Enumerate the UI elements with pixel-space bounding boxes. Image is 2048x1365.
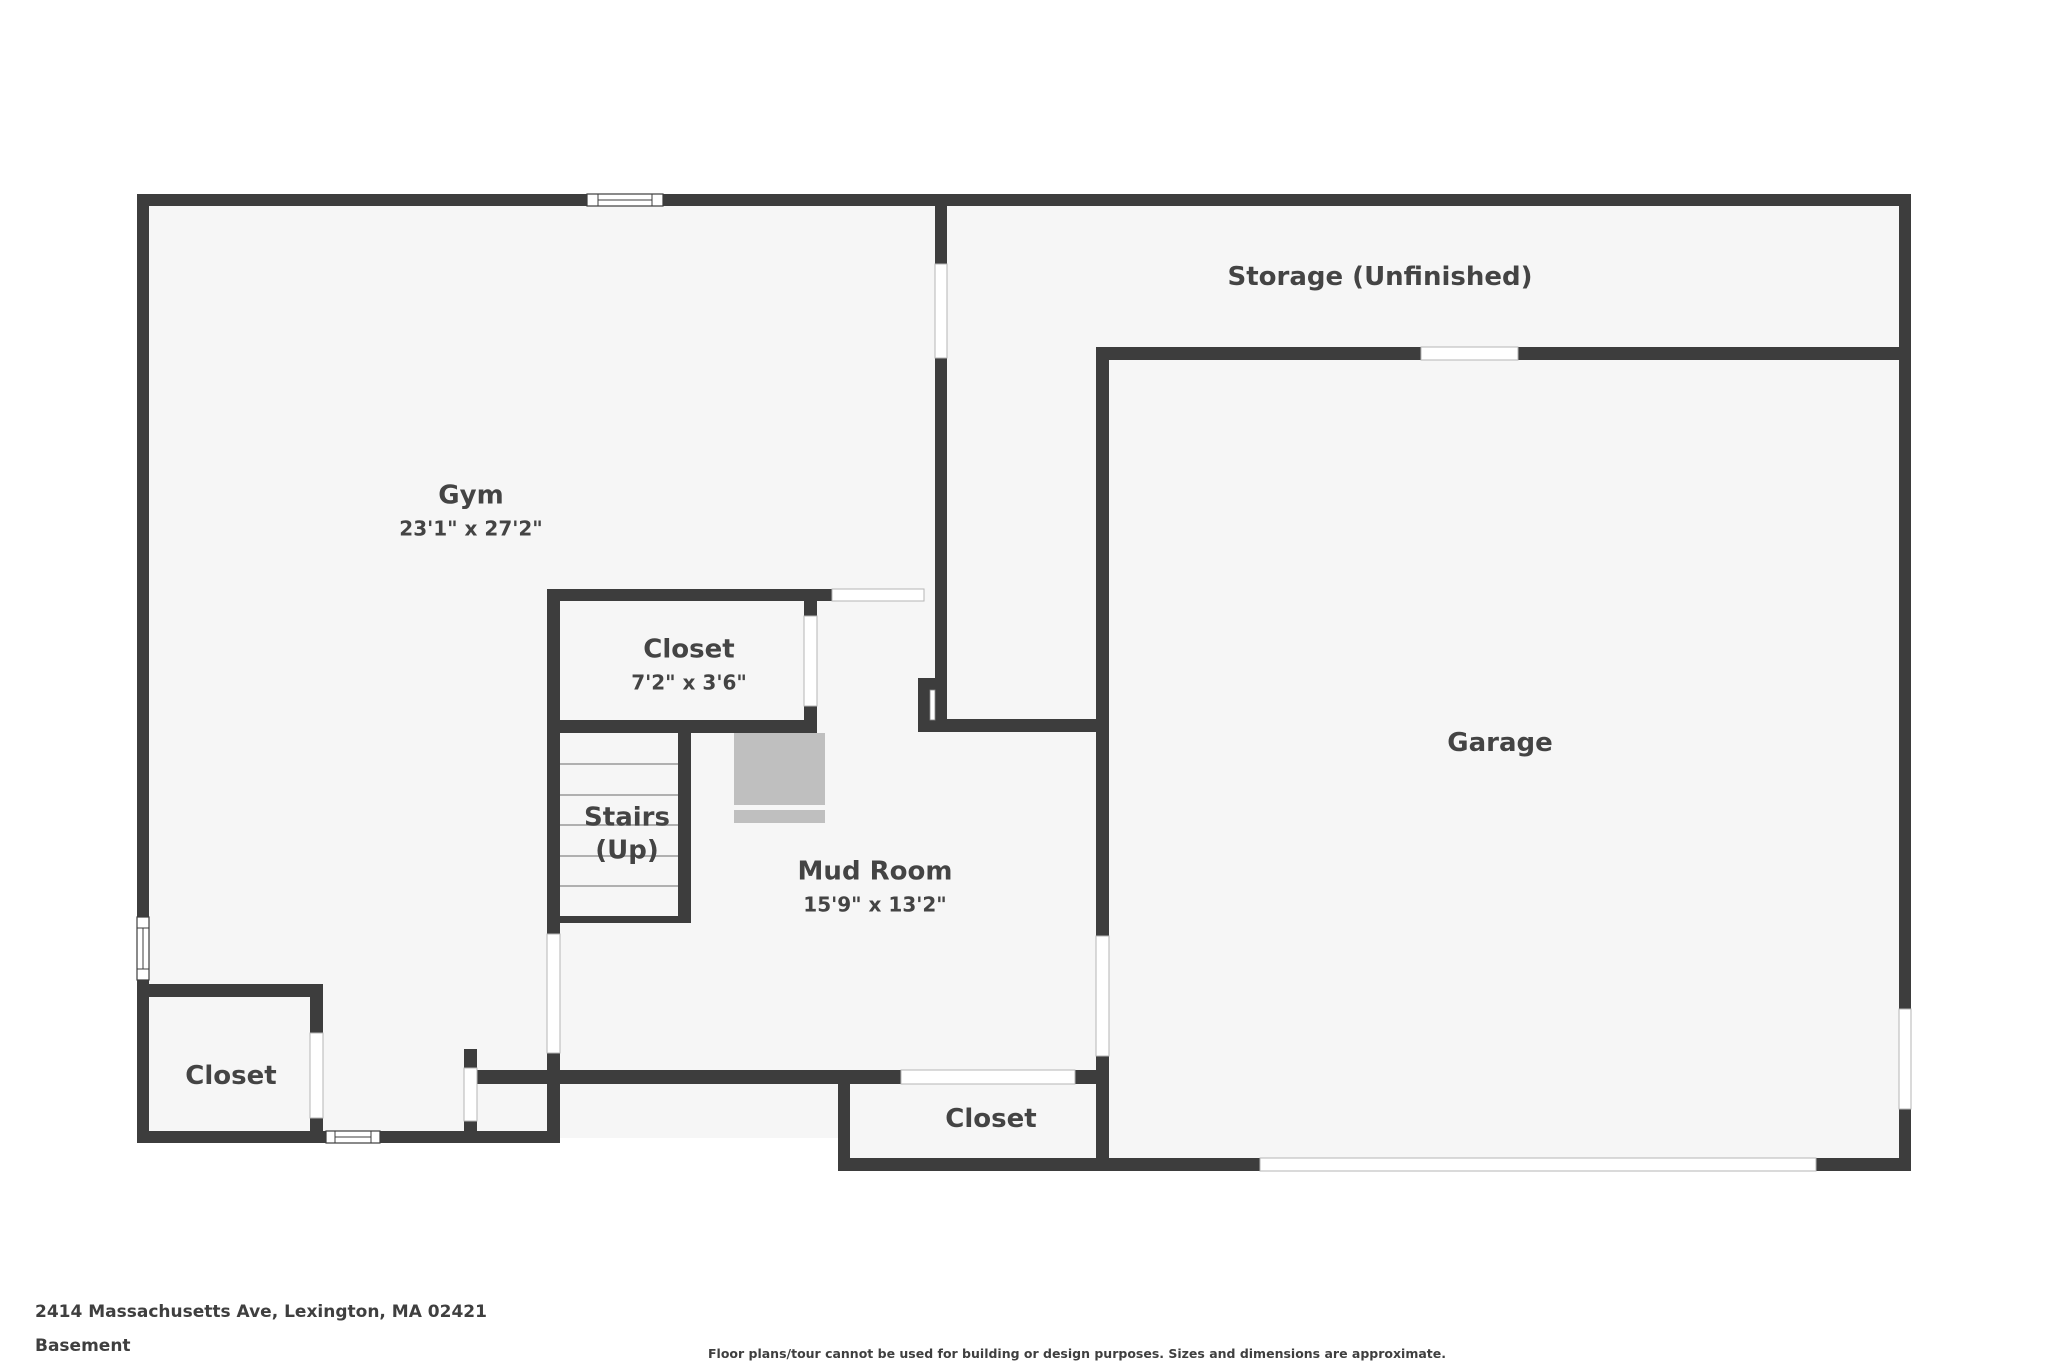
door-openings <box>309 263 1912 1172</box>
opening-closet-upper <box>803 615 818 707</box>
room-dimensions: 15'9" x 13'2" <box>803 891 947 916</box>
opening-storage-garage <box>1420 346 1519 361</box>
opening-mud-garage <box>1095 935 1110 1057</box>
room-label-gym: Gym 23'1" x 27'2" <box>399 479 542 541</box>
floor-level-label: Basement <box>35 1336 131 1356</box>
opening-gym-mud-top <box>831 588 925 602</box>
room-dimensions: 23'1" x 27'2" <box>399 515 543 540</box>
room-name: Gym <box>438 480 504 511</box>
room-name: Closet <box>185 1060 277 1091</box>
room-label-mud-room: Mud Room 15'9" x 13'2" <box>798 855 953 917</box>
room-label-stairs: Stairs (Up) <box>584 802 670 867</box>
opening-gym-storage <box>934 263 948 359</box>
windows <box>136 193 936 1144</box>
stair-treads <box>560 763 678 887</box>
room-name: Stairs <box>584 802 670 833</box>
property-address: 2414 Massachusetts Ave, Lexington, MA 02… <box>35 1302 487 1322</box>
room-name: Storage (Unfinished) <box>1227 261 1533 292</box>
disclaimer-text: Floor plans/tour cannot be used for buil… <box>708 1346 1446 1361</box>
opening-gym-mud-left <box>546 933 561 1054</box>
opening-closet-left <box>309 1032 324 1119</box>
room-name: Garage <box>1447 727 1553 758</box>
room-label-closet-bottom: Closet <box>945 1103 1036 1136</box>
opening-garage-right <box>1898 1008 1912 1110</box>
floor-areas <box>143 200 1905 1165</box>
room-label-garage: Garage <box>1447 727 1553 760</box>
room-label-closet-upper: Closet 7'2" x 3'6" <box>631 633 747 695</box>
room-name: Mud Room <box>797 856 953 887</box>
opening-mud-closet-bottom <box>900 1069 1076 1085</box>
floor-mud-room <box>554 595 1103 1078</box>
floor-storage <box>941 200 1905 355</box>
floor-closet-bottom <box>844 1078 1103 1165</box>
appliance-icon <box>734 733 825 823</box>
room-name-line2: (Up) <box>595 835 659 865</box>
floor-garage <box>1103 353 1905 1165</box>
room-dimensions: 7'2" x 3'6" <box>631 669 747 694</box>
room-label-storage: Storage (Unfinished) <box>1228 261 1533 294</box>
garage-door <box>1259 1157 1817 1172</box>
room-name: Closet <box>643 634 735 665</box>
room-name: Closet <box>945 1103 1037 1134</box>
opening-small-box <box>463 1067 478 1122</box>
room-label-closet-left: Closet <box>185 1060 276 1093</box>
